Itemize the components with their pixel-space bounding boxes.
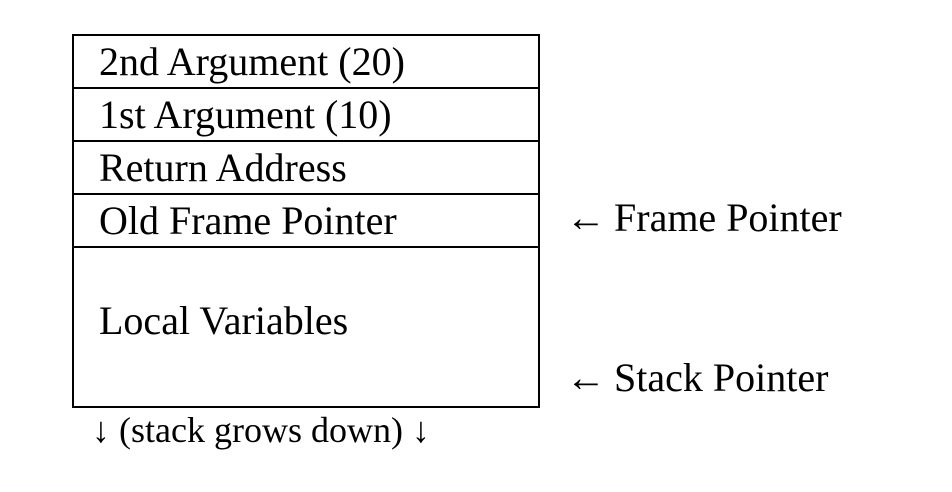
stack-growth-note: ↓ (stack grows down) ↓ xyxy=(92,412,430,448)
stack-row-label: Old Frame Pointer xyxy=(99,197,397,243)
left-arrow-icon: ← xyxy=(566,195,606,240)
stack-row-local-variables: Local Variables xyxy=(74,248,538,406)
down-arrow-icon: ↓ xyxy=(92,410,110,450)
stack-pointer-label: Stack Pointer xyxy=(614,355,829,400)
stack-pointer-marker: ←Stack Pointer xyxy=(566,358,828,398)
stack-row-1st-argument: 1st Argument (10) xyxy=(74,89,538,142)
stack-row-label: Local Variables xyxy=(99,298,349,343)
stack-row-label: 1st Argument (10) xyxy=(99,91,392,137)
stack-row-label: Return Address xyxy=(99,144,347,190)
stack-frame-diagram: 2nd Argument (20) 1st Argument (10) Retu… xyxy=(72,34,540,408)
stack-growth-text: (stack grows down) xyxy=(119,410,403,450)
left-arrow-icon: ← xyxy=(566,355,606,400)
stack-row-label: 2nd Argument (20) xyxy=(99,38,405,84)
frame-pointer-label: Frame Pointer xyxy=(614,195,842,240)
down-arrow-icon: ↓ xyxy=(411,410,430,450)
stack-row-2nd-argument: 2nd Argument (20) xyxy=(74,36,538,89)
stack-row-return-address: Return Address xyxy=(74,142,538,195)
stack-row-old-frame-pointer: Old Frame Pointer xyxy=(74,195,538,248)
frame-pointer-marker: ←Frame Pointer xyxy=(566,198,842,238)
